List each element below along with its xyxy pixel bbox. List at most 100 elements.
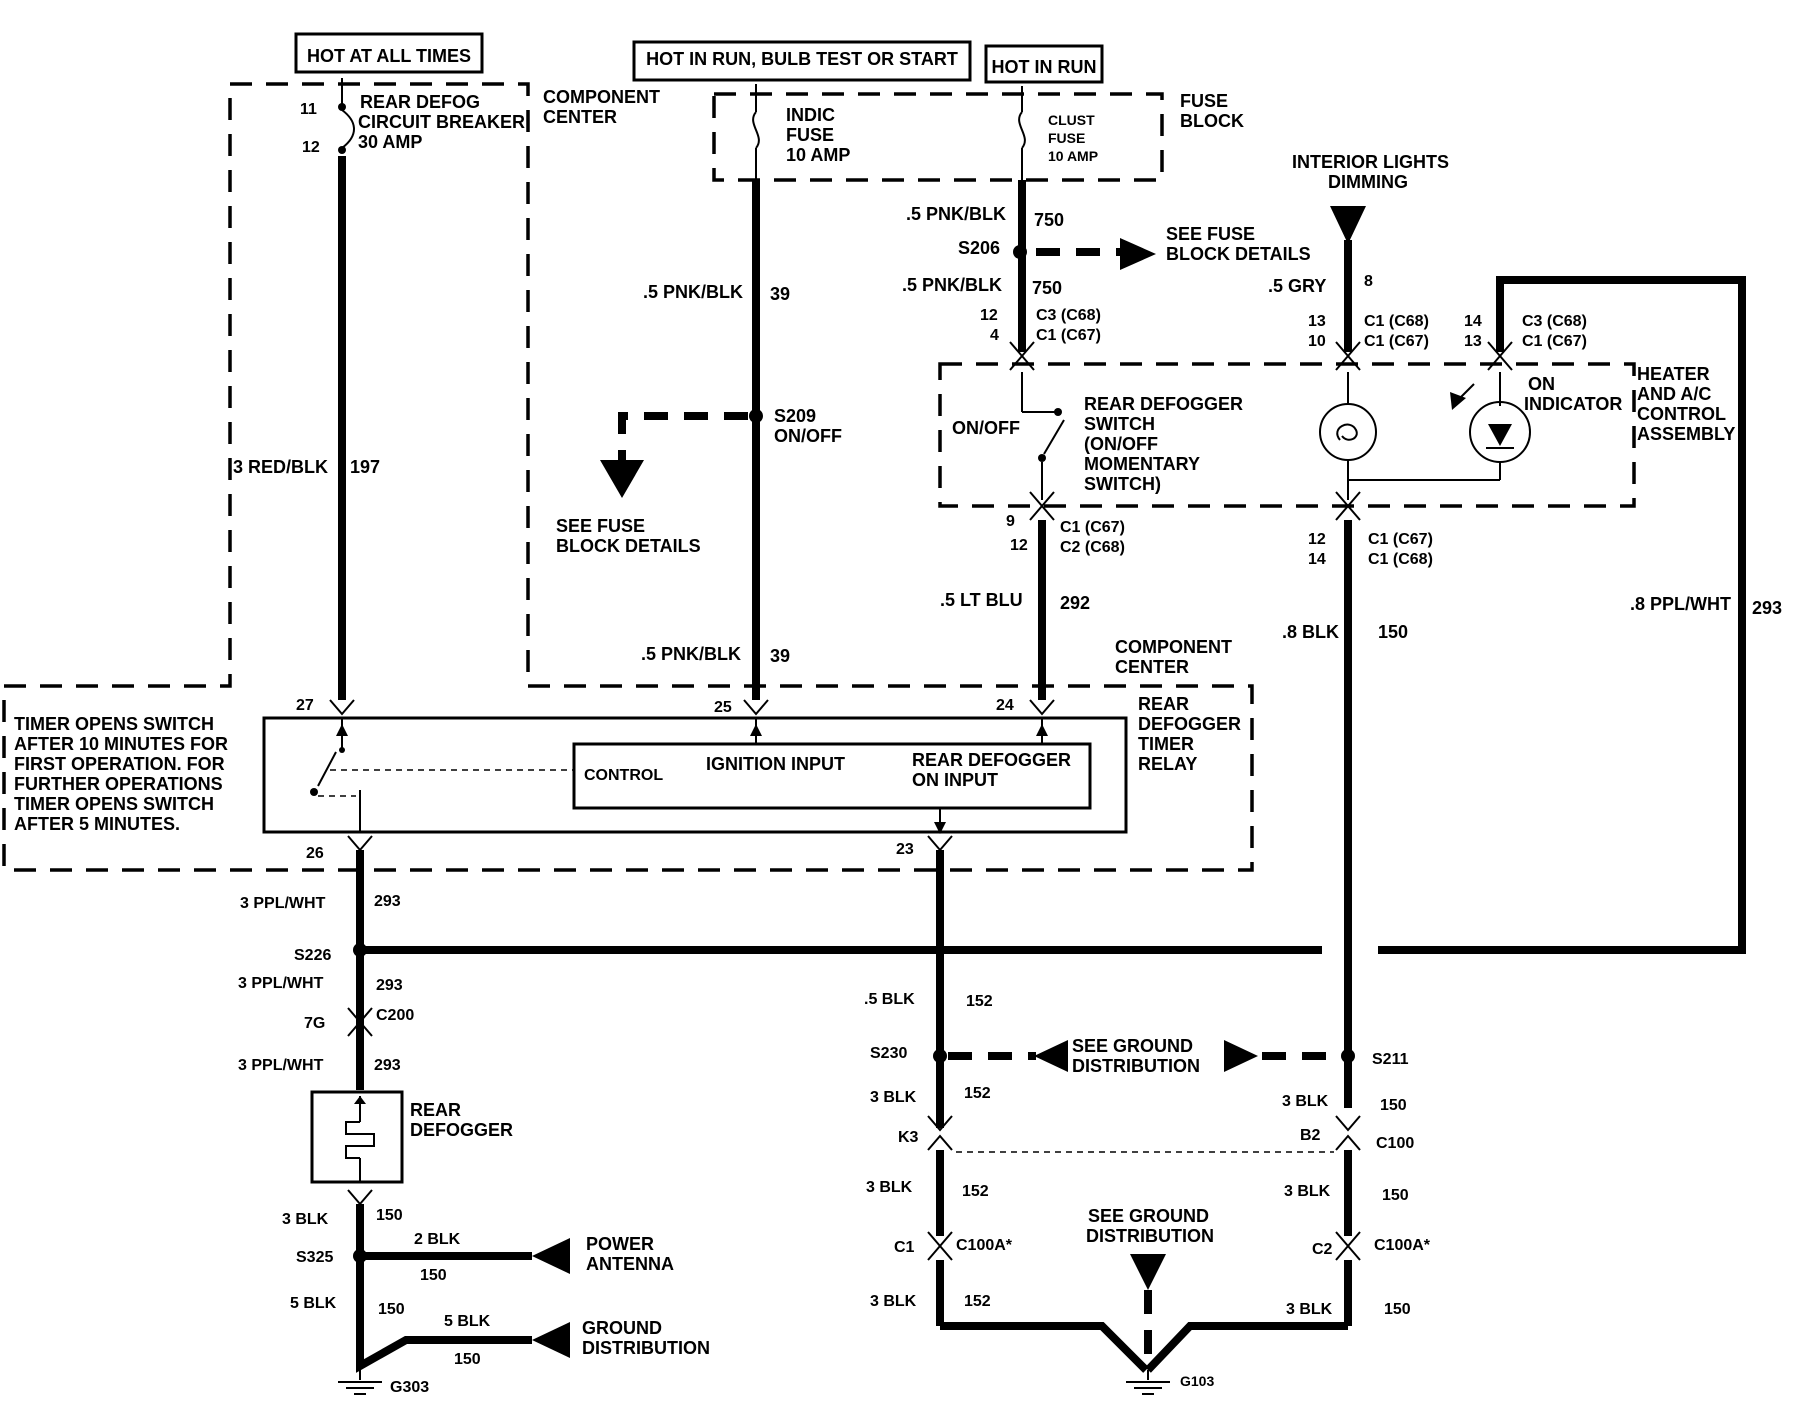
wire-circuit-label: 150 xyxy=(1378,622,1408,642)
timer-note-line: TIMER OPENS SWITCH xyxy=(14,794,214,814)
relay-name-label: TIMER xyxy=(1138,734,1194,754)
timer-note-line: AFTER 10 MINUTES FOR xyxy=(14,734,228,754)
wire-circuit-label: 150 xyxy=(420,1267,447,1284)
wire-circuit-label: 150 xyxy=(1380,1097,1407,1114)
arrow-left-icon xyxy=(532,1322,570,1358)
timer-note-line: TIMER OPENS SWITCH xyxy=(14,714,214,734)
ground-label: G303 xyxy=(390,1379,429,1396)
ref-label: DISTRIBUTION xyxy=(1086,1226,1214,1246)
ref-arrow-fuse-left xyxy=(618,412,748,460)
terminal-symbol xyxy=(329,699,355,716)
wire-circuit-label: 150 xyxy=(1382,1187,1409,1204)
ref-label: SEE FUSE xyxy=(556,516,645,536)
pin-label: 7G xyxy=(304,1015,325,1032)
timer-note-line: FURTHER OPERATIONS xyxy=(14,774,223,794)
relay-input-label: REAR DEFOGGER xyxy=(912,750,1071,770)
arrow-right-icon xyxy=(1224,1040,1258,1072)
switch-on-off-label: ON/OFF xyxy=(952,418,1020,438)
supply-label: HOT IN RUN xyxy=(992,57,1097,77)
wire-gauge-label: .5 PNK/BLK xyxy=(641,644,741,664)
switch-label: MOMENTARY xyxy=(1084,454,1200,474)
connector-label: C100A* xyxy=(1374,1237,1431,1254)
component-center-label: COMPONENT xyxy=(543,87,660,107)
connector-label: C1 (C67) xyxy=(1368,531,1433,548)
wire-gauge-label: .8 PPL/WHT xyxy=(1630,594,1731,614)
pin-label: 10 xyxy=(1308,333,1326,350)
wire-circuit-label: 293 xyxy=(376,977,403,994)
rear-defogger-switch: ON/OFF REAR DEFOGGER SWITCH (ON/OFF MOME… xyxy=(952,372,1243,500)
pin-label: K3 xyxy=(898,1129,919,1146)
splice-label: S226 xyxy=(294,947,331,964)
assembly-label: HEATER xyxy=(1637,364,1710,384)
pin-label: 12 xyxy=(1308,531,1326,548)
indic-fuse: INDIC FUSE 10 AMP xyxy=(752,84,850,180)
supply-hot-in-run: HOT IN RUN xyxy=(984,44,1104,84)
wire-circuit-label: 152 xyxy=(964,1085,991,1102)
supply-label: HOT IN RUN, BULB TEST OR START xyxy=(646,49,958,69)
connector-symbol xyxy=(1335,1115,1361,1132)
ref-label: POWER xyxy=(586,1234,654,1254)
terminal-symbol xyxy=(743,699,769,716)
connector-symbol xyxy=(927,1115,953,1132)
ground-g103-icon xyxy=(1126,1370,1170,1395)
splice-s230 xyxy=(933,1049,947,1063)
timer-note: TIMER OPENS SWITCH AFTER 10 MINUTES FOR … xyxy=(14,714,228,834)
relay-pin-label: 25 xyxy=(714,699,732,716)
pin-label: 11 xyxy=(300,101,317,118)
ref-label: ANTENNA xyxy=(586,1254,674,1274)
fuse-block-label: FUSE xyxy=(1180,91,1228,111)
connector-label: C3 (C68) xyxy=(1522,313,1587,330)
relay-pin-label: 24 xyxy=(996,697,1014,714)
wire-gauge-label: .8 BLK xyxy=(1282,622,1339,642)
fuse-block-outline xyxy=(712,92,1164,182)
pin-label: 12 xyxy=(1010,537,1028,554)
splice-label: S325 xyxy=(296,1249,333,1266)
wire-gauge-label: 3 BLK xyxy=(870,1089,917,1106)
connector-label: C1 (C67) xyxy=(1060,519,1125,536)
wire-circuit-label: 293 xyxy=(374,1057,401,1074)
pin-label: 4 xyxy=(990,327,999,344)
assembly-label: AND A/C xyxy=(1637,384,1711,404)
breaker-label: REAR DEFOG xyxy=(360,92,480,112)
wire-circuit-label: 39 xyxy=(770,646,790,666)
fuse-label: FUSE xyxy=(1048,130,1085,146)
wire-circuit-label: 150 xyxy=(454,1351,481,1368)
wire-gauge-label: .5 PNK/BLK xyxy=(643,282,743,302)
splice-s211 xyxy=(1341,1049,1355,1063)
ref-label: SEE GROUND xyxy=(1072,1036,1193,1056)
relay-pin-label: 23 xyxy=(896,841,914,858)
connector-label: C2 (C68) xyxy=(1060,539,1125,556)
wire-circuit-label: 750 xyxy=(1032,278,1062,298)
connector-symbol xyxy=(927,1134,953,1151)
wire-circuit-label: 152 xyxy=(962,1183,989,1200)
wire-ground-left xyxy=(940,1322,1149,1373)
ref-label: SEE GROUND xyxy=(1088,1206,1209,1226)
pin-label: 14 xyxy=(1308,551,1326,568)
wire-gauge-label: 3 PPL/WHT xyxy=(238,1057,324,1074)
fuse-label: FUSE xyxy=(786,125,834,145)
pin-label: 13 xyxy=(1464,333,1482,350)
wire-circuit-label: 292 xyxy=(1060,593,1090,613)
hvac-control-outline xyxy=(938,362,1636,508)
wire-gauge-label: 5 BLK xyxy=(444,1313,491,1330)
wire-gauge-label: 5 BLK xyxy=(290,1295,337,1312)
connector-label: C100 xyxy=(1376,1135,1414,1152)
ref-label: INTERIOR LIGHTS xyxy=(1292,152,1449,172)
relay-name-label: DEFOGGER xyxy=(1138,714,1241,734)
rear-defogger-label: REAR xyxy=(410,1100,461,1120)
relay-name-label: RELAY xyxy=(1138,754,1197,774)
assembly-label: CONTROL xyxy=(1637,404,1726,424)
wire-gauge-label: 3 PPL/WHT xyxy=(240,895,326,912)
supply-hot-in-run-bulb: HOT IN RUN, BULB TEST OR START xyxy=(632,40,972,82)
wire-gauge-label: 3 PPL/WHT xyxy=(238,975,324,992)
wire-circuit-label: 293 xyxy=(374,893,401,910)
connector-symbol xyxy=(1335,1134,1361,1151)
wire-circuit-label: 150 xyxy=(378,1301,405,1318)
relay-name-label: REAR xyxy=(1138,694,1189,714)
ref-label: GROUND xyxy=(582,1318,662,1338)
wire-circuit-label: 197 xyxy=(350,457,380,477)
rear-defogger-label: DEFOGGER xyxy=(410,1120,513,1140)
arrow-down-icon xyxy=(1330,206,1366,244)
wire-150-ground xyxy=(356,1326,532,1373)
connector-label: C1 (C67) xyxy=(1364,333,1429,350)
